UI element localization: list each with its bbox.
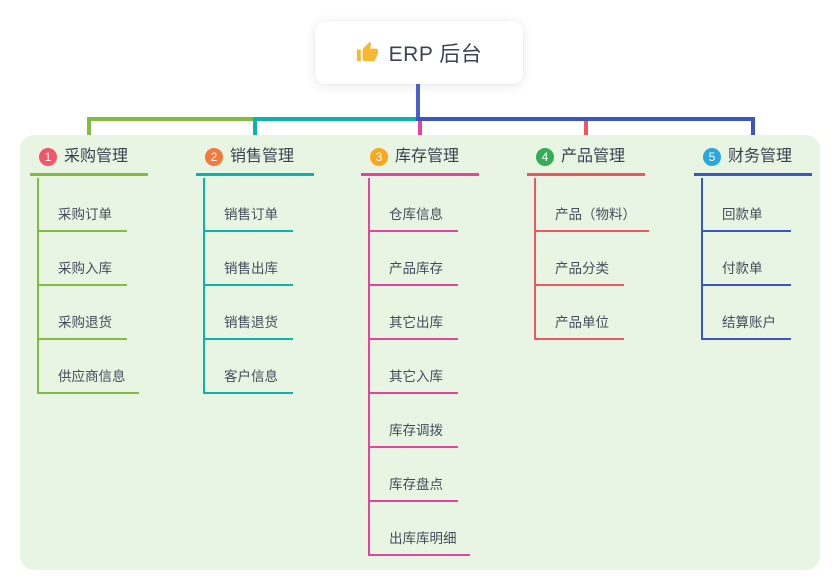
branch-children-1: 采购订单采购入库采购退货供应商信息: [37, 178, 139, 394]
child-node[interactable]: 付款单: [703, 232, 791, 286]
child-node[interactable]: 结算账户: [703, 286, 791, 340]
branch-column-5: 5 财务管理回款单付款单结算账户: [694, 145, 826, 340]
branch-children-5: 回款单付款单结算账户: [701, 178, 791, 340]
branch-label-5: 财务管理: [728, 148, 793, 165]
branch-label-3: 库存管理: [395, 148, 460, 165]
child-node[interactable]: 供应商信息: [39, 340, 139, 394]
root-title: ERP 后台: [388, 42, 483, 66]
root-node[interactable]: ERP 后台: [315, 21, 523, 84]
child-node[interactable]: 出库库明细: [370, 502, 470, 556]
branch-header-2[interactable]: 2 销售管理: [196, 145, 314, 176]
child-node[interactable]: 仓库信息: [370, 178, 458, 232]
child-node[interactable]: 其它入库: [370, 340, 458, 394]
child-node[interactable]: 采购订单: [39, 178, 127, 232]
branch-header-1[interactable]: 1 采购管理: [30, 145, 148, 176]
branch-column-1: 1 采购管理采购订单采购入库采购退货供应商信息: [30, 145, 162, 394]
child-node[interactable]: 产品（物料）: [536, 178, 649, 232]
branch-children-2: 销售订单销售出库销售退货客户信息: [203, 178, 293, 394]
child-node[interactable]: 客户信息: [205, 340, 293, 394]
branch-2-connector-line: [253, 117, 420, 121]
child-node[interactable]: 库存盘点: [370, 448, 458, 502]
branch-column-2: 2 销售管理销售订单销售出库销售退货客户信息: [196, 145, 328, 394]
mindmap-panel: 1 采购管理采购订单采购入库采购退货供应商信息 2 销售管理销售订单销售出库销售退货客…: [20, 135, 820, 570]
branch-header-4[interactable]: 4 产品管理: [527, 145, 645, 176]
child-node[interactable]: 采购退货: [39, 286, 127, 340]
branch-children-3: 仓库信息产品库存其它出库其它入库库存调拨库存盘点出库库明细: [368, 178, 470, 556]
branch-number-badge-4: 4: [536, 148, 554, 166]
branch-number-badge-5: 5: [703, 148, 721, 166]
child-node[interactable]: 销售退货: [205, 286, 293, 340]
child-node[interactable]: 其它出库: [370, 286, 458, 340]
child-node[interactable]: 产品分类: [536, 232, 624, 286]
branch-label-2: 销售管理: [230, 148, 295, 165]
branch-header-5[interactable]: 5 财务管理: [694, 145, 812, 176]
child-node[interactable]: 库存调拨: [370, 394, 458, 448]
branch-number-badge-1: 1: [39, 148, 57, 166]
branch-5-connector-line: [416, 117, 755, 121]
child-node[interactable]: 产品单位: [536, 286, 624, 340]
branch-children-4: 产品（物料）产品分类产品单位: [534, 178, 649, 340]
branch-label-1: 采购管理: [64, 148, 129, 165]
child-node[interactable]: 销售订单: [205, 178, 293, 232]
child-node[interactable]: 回款单: [703, 178, 791, 232]
branch-number-badge-3: 3: [370, 148, 388, 166]
branch-header-3[interactable]: 3 库存管理: [361, 145, 479, 176]
branch-label-4: 产品管理: [561, 148, 626, 165]
branch-column-3: 3 库存管理仓库信息产品库存其它出库其它入库库存调拨库存盘点出库库明细: [361, 145, 493, 556]
child-node[interactable]: 采购入库: [39, 232, 127, 286]
child-node[interactable]: 产品库存: [370, 232, 458, 286]
branch-column-4: 4 产品管理产品（物料）产品分类产品单位: [527, 145, 659, 340]
branch-number-badge-2: 2: [205, 148, 223, 166]
child-node[interactable]: 销售出库: [205, 232, 293, 286]
thumbs-up-icon: [356, 41, 379, 64]
root-connector-line: [416, 84, 420, 121]
